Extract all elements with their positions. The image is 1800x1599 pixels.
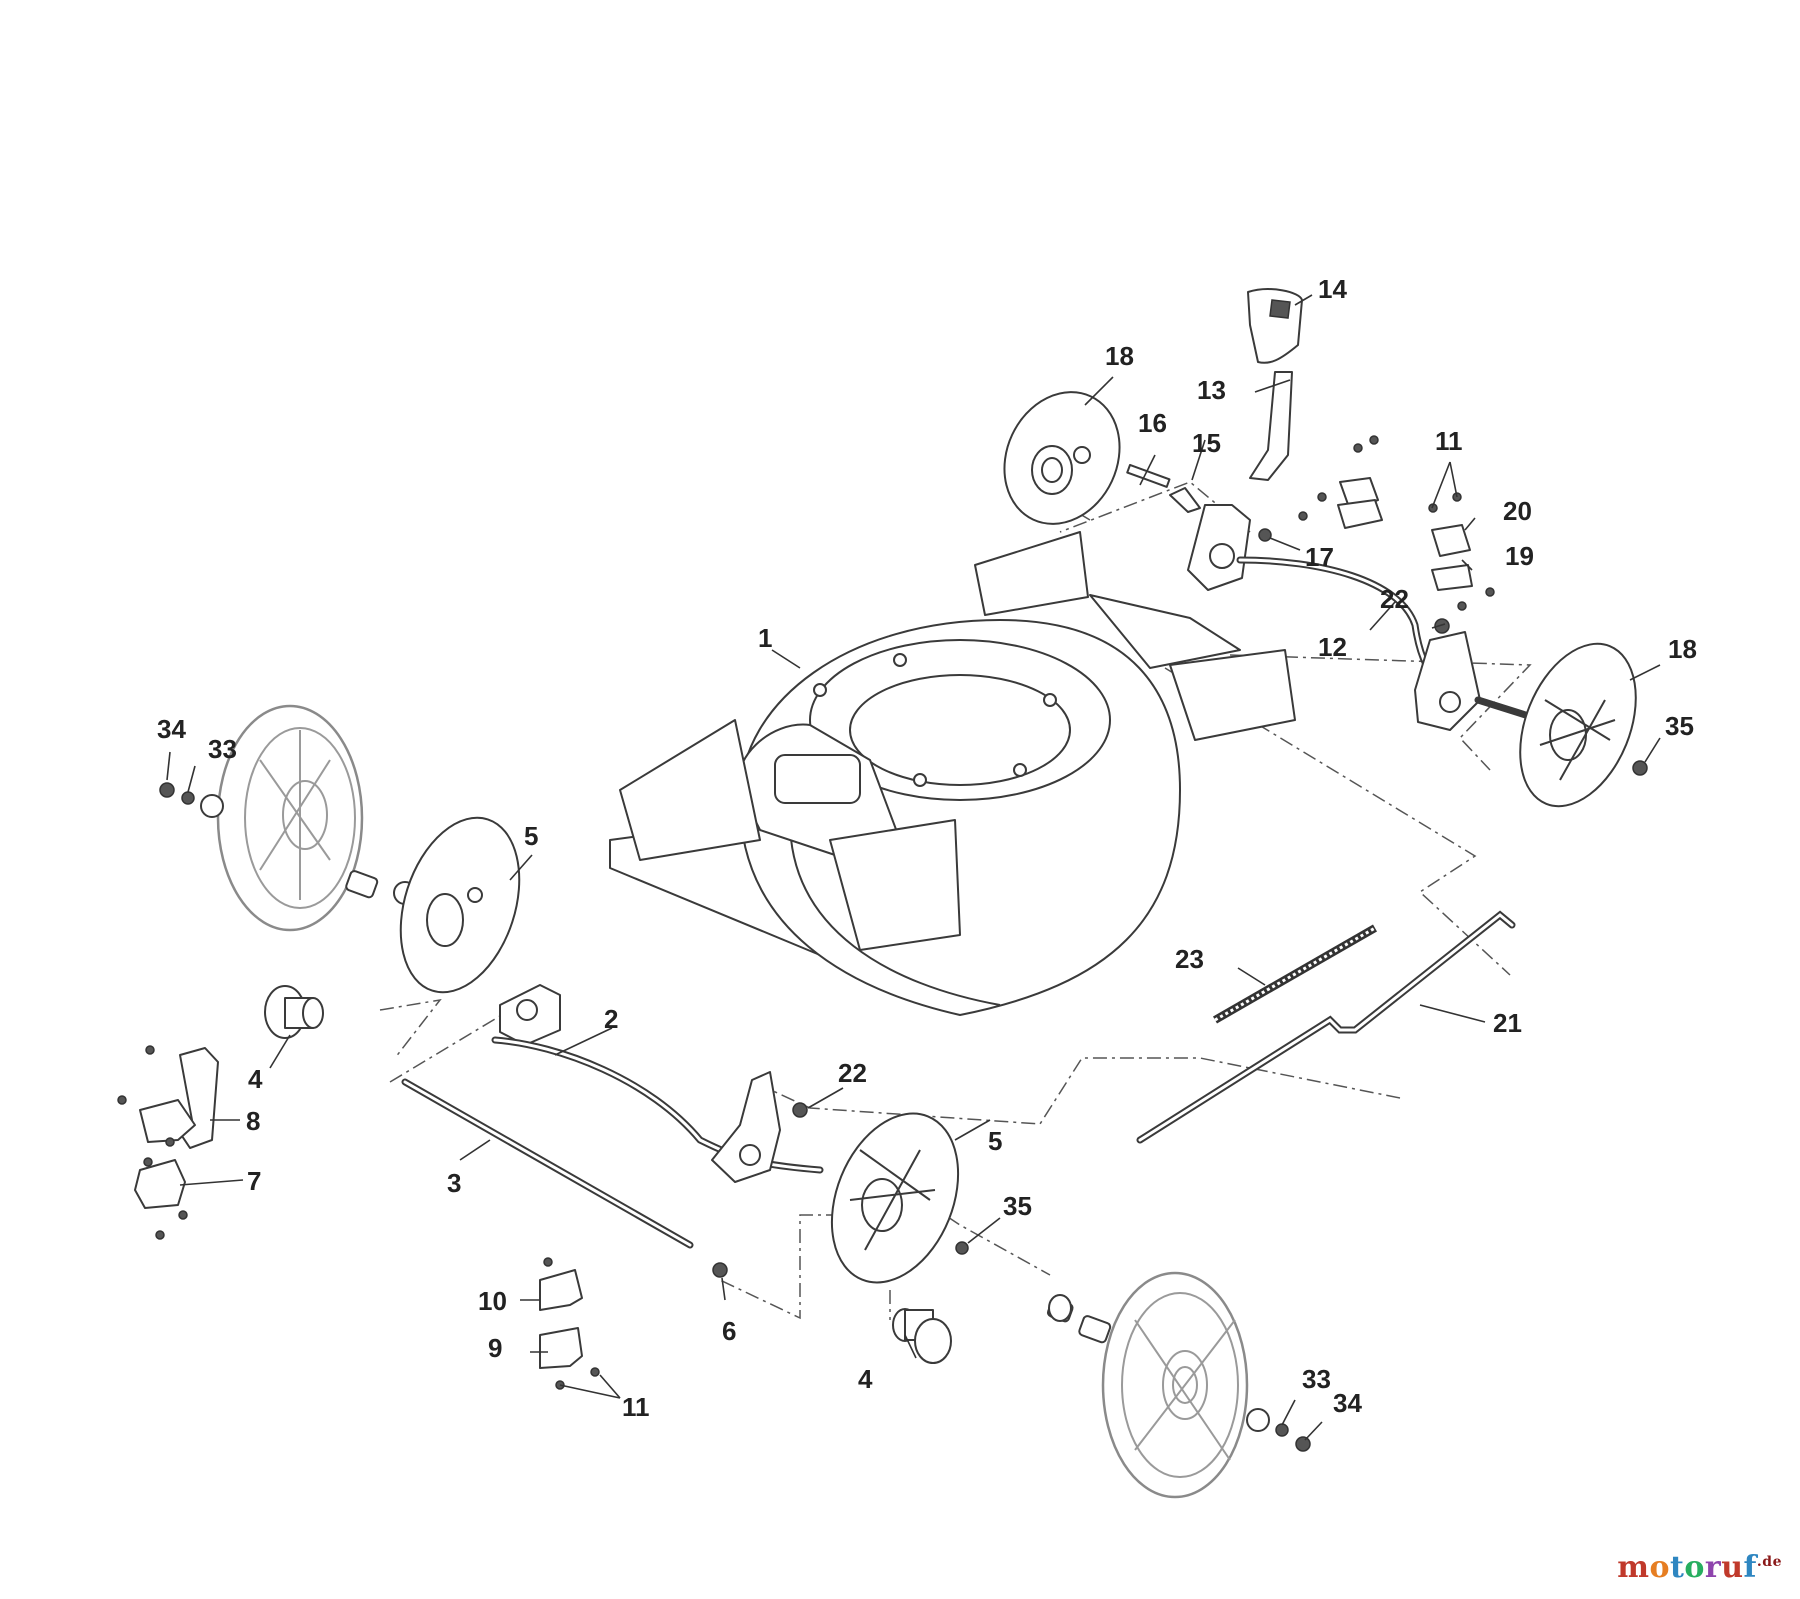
label-part-18-right: 18 [1668, 634, 1697, 664]
label-part-5-right: 5 [988, 1126, 1002, 1156]
label-part-5-left: 5 [524, 821, 538, 851]
label-part-33-left: 33 [208, 734, 237, 764]
label-part-9: 9 [488, 1333, 502, 1363]
label-part-14: 14 [1318, 274, 1347, 304]
label-part-12: 12 [1318, 632, 1347, 662]
label-part-22-top: 22 [1380, 584, 1409, 614]
clip-parts-bottom [539, 1257, 600, 1390]
label-part-20: 20 [1503, 496, 1532, 526]
label-part-21: 21 [1493, 1008, 1522, 1038]
label-part-11-bottom: 11 [622, 1392, 650, 1422]
label-part-13: 13 [1197, 375, 1226, 405]
watermark-letters: motoruf [1617, 1550, 1757, 1585]
watermark-logo: motoruf.de [1617, 1550, 1782, 1585]
label-part-7: 7 [247, 1166, 261, 1196]
label-part-3: 3 [447, 1168, 461, 1198]
axle-rod [401, 1078, 728, 1278]
label-part-33-right: 33 [1302, 1364, 1331, 1394]
height-plate-rear-left [1003, 391, 1121, 525]
label-part-1: 1 [758, 623, 772, 653]
assembly-lines [379, 457, 1532, 1320]
clip-parts-left [117, 1045, 219, 1240]
label-part-15: 15 [1192, 428, 1221, 458]
leader-lines [166, 294, 1661, 1441]
label-part-2: 2 [604, 1004, 618, 1034]
watermark-tld: .de [1756, 1554, 1782, 1570]
label-part-10: 10 [478, 1286, 507, 1316]
label-part-22-bottom: 22 [838, 1058, 867, 1088]
label-part-16: 16 [1138, 408, 1167, 438]
label-part-23: 23 [1175, 944, 1204, 974]
label-part-6: 6 [722, 1316, 736, 1346]
mower-deck [609, 531, 1296, 1016]
wheel-right-front [1046, 1271, 1311, 1499]
height-plate-rear-right [1519, 642, 1648, 808]
label-part-19: 19 [1505, 541, 1534, 571]
watermark-letter: m [1617, 1550, 1650, 1585]
watermark-letter: r [1704, 1550, 1722, 1585]
spring-and-rod [1136, 910, 1516, 1144]
bushing-left [264, 985, 324, 1039]
height-plate-front-left [399, 816, 521, 994]
watermark-letter: u [1721, 1550, 1744, 1585]
rear-axle [1236, 556, 1539, 731]
label-part-35-right: 35 [1665, 711, 1694, 741]
label-part-34-left: 34 [157, 714, 186, 744]
watermark-letter: f [1743, 1550, 1757, 1585]
label-part-35-bottom: 35 [1003, 1191, 1032, 1221]
lever-assembly [1126, 288, 1303, 591]
watermark-letter: o [1684, 1550, 1705, 1585]
label-part-4-bottom: 4 [858, 1364, 873, 1394]
label-part-34-right: 34 [1333, 1388, 1362, 1418]
label-part-11-top: 11 [1435, 426, 1463, 456]
part-labels: 1 2 3 4 4 5 5 6 7 8 9 10 11 11 12 13 14 … [157, 274, 1697, 1422]
clip-parts-rear [1298, 435, 1495, 634]
label-part-18-top: 18 [1105, 341, 1134, 371]
watermark-letter: o [1649, 1550, 1671, 1585]
bushing-bottom [892, 1308, 952, 1364]
label-part-17: 17 [1305, 542, 1334, 572]
label-part-8: 8 [246, 1106, 260, 1136]
watermark-letter: t [1670, 1550, 1685, 1585]
label-part-4-left: 4 [248, 1064, 263, 1094]
front-axle [491, 984, 824, 1183]
height-plate-front-right [830, 1112, 969, 1284]
wheel-left-rear [159, 704, 417, 932]
